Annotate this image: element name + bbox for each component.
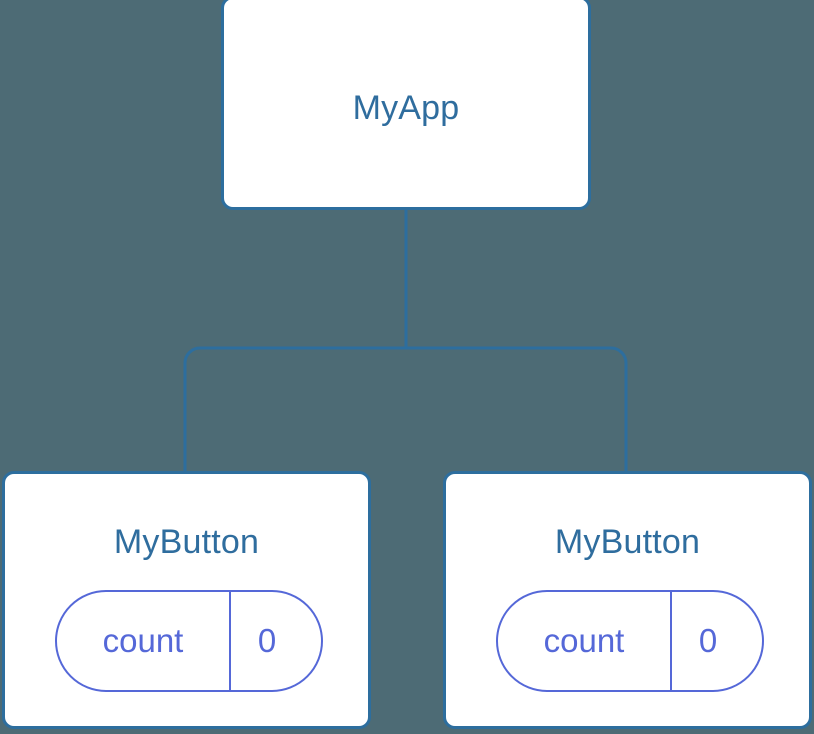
state-pill-right-value: 0 — [698, 622, 718, 659]
node-mybutton-left[interactable]: MyButton count 0 — [2, 471, 371, 729]
node-myapp[interactable]: MyApp — [221, 0, 591, 210]
node-mybutton-right[interactable]: MyButton count 0 — [443, 471, 812, 729]
edge-to-left-child — [183, 346, 406, 471]
state-pill-right[interactable]: count 0 — [496, 590, 764, 692]
node-myapp-label: MyApp — [352, 89, 460, 127]
edge-to-right-child — [406, 346, 628, 471]
state-pill-left-key: count — [57, 592, 231, 690]
node-mybutton-right-label: MyButton — [554, 523, 701, 561]
node-mybutton-left-label: MyButton — [113, 523, 260, 561]
state-pill-left[interactable]: count 0 — [55, 590, 323, 692]
state-pill-right-key: count — [498, 592, 672, 690]
state-pill-left-value: 0 — [257, 622, 277, 659]
